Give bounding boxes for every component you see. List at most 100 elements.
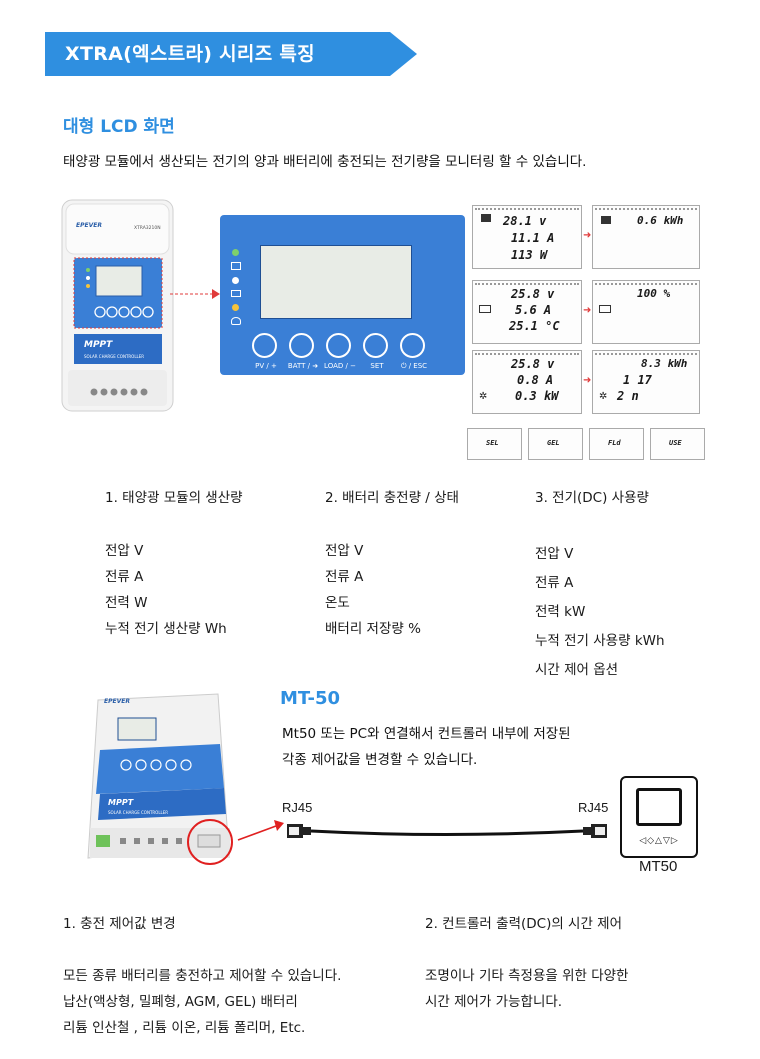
battery-icon: [479, 305, 491, 313]
lcd-value: 100 %: [637, 287, 671, 300]
lcd-value: 5.6 A: [515, 303, 552, 317]
lcd-value: 113 W: [511, 248, 548, 262]
mt50-title: MT-50: [280, 688, 341, 709]
column-title-pv: 1. 태양광 모듈의 생산량: [105, 490, 243, 506]
battery-type-label: USE: [669, 439, 682, 447]
list-item: 전력 W: [105, 595, 148, 611]
solar-panel-icon: [231, 262, 241, 270]
column-list-load: 전압 V 전류 A 전력 kW 누적 전기 사용량 kWh 시간 제어 옵션: [535, 540, 665, 685]
column-title-battery: 2. 배터리 충전량 / 상태: [325, 490, 459, 506]
list-item: 리튬 인산철 , 리튬 이온, 리튬 폴리머, Etc.: [63, 1020, 306, 1036]
esc-button-label: ⏻ / ESC: [400, 362, 428, 370]
load-button[interactable]: [326, 333, 351, 358]
lcd-value: 8.3 kWh: [641, 357, 688, 370]
list-item: 시간 제어가 가능합니다.: [425, 994, 563, 1010]
lcd-value: 25.8 v: [511, 287, 555, 301]
list-item: 전류 A: [105, 569, 144, 585]
esc-button[interactable]: [400, 333, 425, 358]
mt50-desc-line2: 각종 제어값을 변경할 수 있습니다.: [282, 752, 478, 768]
battery-type-label: GEL: [547, 439, 560, 447]
lcd-screen-pv-energy: 0.6 kWh: [592, 205, 700, 269]
battery-type-screen: GEL: [528, 428, 583, 460]
lcd-value: 28.1 v: [503, 214, 547, 228]
lcd-screen-pv: 28.1 v 11.1 A 113 W: [472, 205, 582, 269]
arrow-right-icon: ➜: [583, 305, 592, 316]
section-banner: XTRA(엑스트라) 시리즈 특징: [45, 32, 417, 76]
set-button[interactable]: [363, 333, 388, 358]
list-item: 누적 전기 사용량 kWh: [535, 633, 665, 649]
rj45-cable: [285, 818, 610, 848]
arrow-right-icon: ➜: [583, 230, 592, 241]
list-item: 전압 V: [105, 543, 144, 559]
bottom-list-charge: 모든 종류 배터리를 충전하고 제어할 수 있습니다. 납산(액상형, 밀폐형,…: [63, 963, 341, 1041]
sun-panel-icon: [481, 214, 491, 222]
list-item: 누적 전기 생산량 Wh: [105, 621, 227, 637]
battery-type-screen: FLd: [589, 428, 644, 460]
lcd-screen-battery: 25.8 v 5.6 A 25.1 °C: [472, 280, 582, 344]
mt50-screen: [636, 788, 682, 826]
battery-type-label: SEL: [486, 439, 499, 447]
controller-photo: EPEVER XTRA3210N MPPT SOLAR CHARGE CONTR…: [60, 198, 175, 413]
set-button-label: SET: [370, 362, 384, 370]
lcd-screen-load: ✲ 25.8 v 0.8 A 0.3 kW: [472, 350, 582, 414]
controller-photo-angled: EPEVER MPPT SOLAR CHARGE CONTROLLER: [78, 690, 248, 870]
load-button-label: LOAD / −: [324, 362, 356, 370]
list-item: 배터리 저장량 %: [325, 621, 421, 637]
lcd-value: 1 17: [623, 373, 652, 387]
battery-led-icon: [232, 277, 239, 284]
mt50-nav-buttons-icon: ◁◇△▽▷: [639, 836, 679, 846]
lcd-value: 0.8 A: [517, 373, 554, 387]
list-item: 전압 V: [535, 546, 574, 562]
pv-button[interactable]: [252, 333, 277, 358]
load-bulb-icon: ✲: [479, 391, 488, 402]
lcd-screen-battery-soc: 100 %: [592, 280, 700, 344]
column-list-battery: 전압 V 전류 A 온도 배터리 저장량 %: [325, 538, 421, 642]
pv-button-label: PV / +: [255, 362, 277, 370]
batt-button-label: BATT / ➜: [287, 362, 319, 370]
list-item: 온도: [325, 595, 350, 611]
battery-icon: [231, 290, 241, 297]
control-panel: PV / + BATT / ➜ LOAD / − SET ⏻ / ESC: [220, 215, 465, 375]
column-title-load: 3. 전기(DC) 사용량: [535, 490, 649, 506]
controller-model: XTRA3210N: [134, 226, 161, 231]
battery-type-label: FLd: [608, 439, 621, 447]
lcd-value: 11.1 A: [511, 231, 555, 245]
mt50-device-label: MT50: [639, 858, 678, 875]
controller-subtitle: SOLAR CHARGE CONTROLLER: [108, 810, 169, 815]
zoom-arrow: [170, 286, 220, 305]
port-arrow: [236, 818, 286, 848]
controller-mppt-label: MPPT: [108, 798, 134, 807]
lcd-value: 0.3 kW: [515, 389, 559, 403]
banner-title: XTRA(엑스트라) 시리즈 특징: [65, 43, 315, 65]
lcd-value: 25.1 °C: [509, 319, 560, 333]
arrow-right-icon: ➜: [583, 375, 592, 386]
lcd-value: 2 n: [617, 389, 639, 403]
column-list-pv: 전압 V 전류 A 전력 W 누적 전기 생산량 Wh: [105, 538, 227, 642]
bottom-title-charge: 1. 충전 제어값 변경: [63, 916, 176, 932]
battery-icon: [599, 305, 611, 313]
load-led-icon: [232, 304, 239, 311]
sun-panel-icon: [601, 216, 611, 224]
panel-lcd-screen: [260, 245, 412, 319]
controller-brand: EPEVER: [104, 698, 130, 705]
controller-subtitle: SOLAR CHARGE CONTROLLER: [84, 354, 145, 359]
list-item: 전력 kW: [535, 604, 586, 620]
batt-button[interactable]: [289, 333, 314, 358]
list-item: 납산(액상형, 밀폐형, AGM, GEL) 배터리: [63, 994, 298, 1010]
bottom-list-timer: 조명이나 기타 측정용을 위한 다양한 시간 제어가 가능합니다.: [425, 963, 628, 1015]
lcd-screen-load-energy: ✲ 8.3 kWh 1 17 2 n: [592, 350, 700, 414]
lcd-value: 0.6 kWh: [637, 214, 684, 227]
bottom-title-timer: 2. 컨트롤러 출력(DC)의 시간 제어: [425, 916, 623, 932]
pv-led-icon: [232, 249, 239, 256]
battery-type-screen: USE: [650, 428, 705, 460]
list-item: 전압 V: [325, 543, 364, 559]
lcd-section-description: 태양광 모듈에서 생산되는 전기의 양과 배터리에 충전되는 전기량을 모니터링…: [63, 154, 587, 170]
list-item: 시간 제어 옵션: [535, 662, 619, 678]
rj45-left-label: RJ45: [282, 800, 313, 815]
battery-type-screen: SEL: [467, 428, 522, 460]
list-item: 조명이나 기타 측정용을 위한 다양한: [425, 968, 629, 984]
list-item: 모든 종류 배터리를 충전하고 제어할 수 있습니다.: [63, 968, 342, 984]
lcd-value: 25.8 v: [511, 357, 555, 371]
mt50-device: ◁◇△▽▷: [620, 776, 698, 858]
mt50-desc-line1: Mt50 또는 PC와 연결해서 컨트롤러 내부에 저장된: [282, 726, 571, 742]
